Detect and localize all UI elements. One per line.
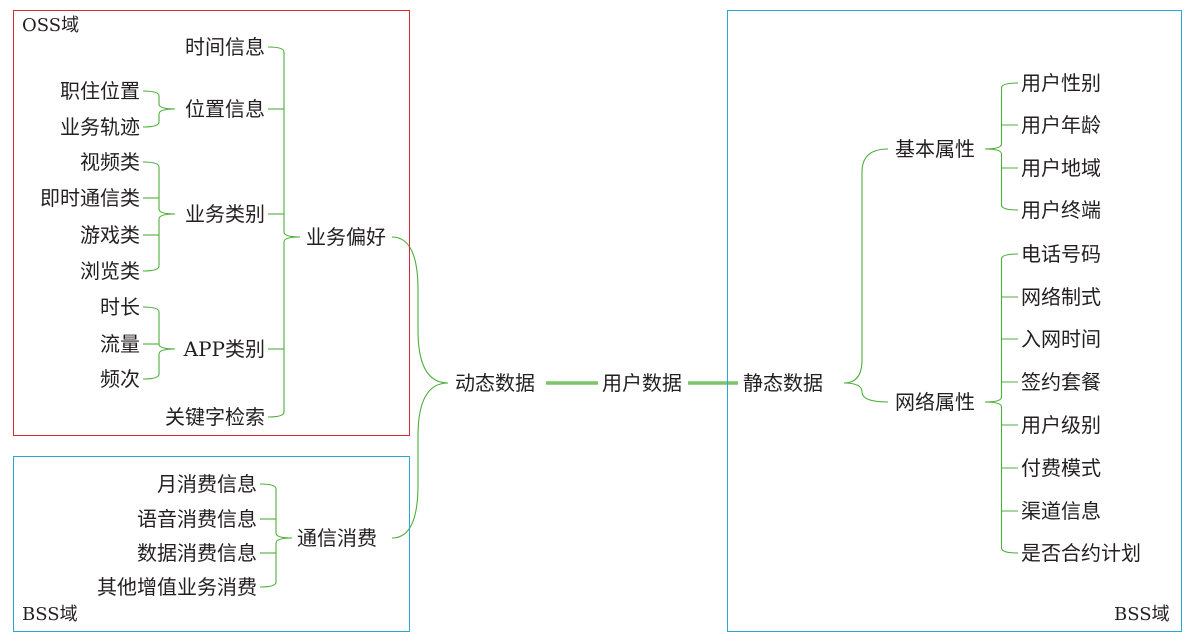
node-telecom-consumption: 通信消费 bbox=[297, 526, 377, 550]
node-game: 游戏类 bbox=[80, 223, 140, 247]
node-basic-attributes: 基本属性 bbox=[895, 137, 975, 161]
link-preference-dynamic bbox=[391, 236, 449, 384]
bracket-network bbox=[984, 253, 1019, 554]
node-service-trajectory: 业务轨迹 bbox=[60, 115, 140, 139]
node-network-join-time: 入网时间 bbox=[1021, 327, 1101, 351]
node-service-type: 业务类别 bbox=[185, 202, 265, 226]
bss-domain-box-right bbox=[727, 10, 1182, 632]
node-user-level: 用户级别 bbox=[1021, 413, 1101, 437]
node-location-info: 位置信息 bbox=[185, 97, 265, 121]
node-dynamic-data: 动态数据 bbox=[455, 371, 535, 395]
bracket-service-type bbox=[142, 161, 176, 272]
node-other-vas-consumption: 其他增值业务消费 bbox=[97, 575, 257, 599]
bracket-preference bbox=[267, 46, 301, 418]
oss-domain-label: OSS域 bbox=[22, 15, 80, 36]
node-app-type: APP类别 bbox=[183, 337, 265, 361]
bss-domain-label-left: BSS域 bbox=[22, 604, 78, 625]
node-contract-plan: 是否合约计划 bbox=[1021, 541, 1141, 565]
link-consumption-dynamic bbox=[391, 382, 449, 539]
node-network-attributes: 网络属性 bbox=[895, 390, 975, 414]
node-keyword-search: 关键字检索 bbox=[165, 405, 265, 429]
node-user-data: 用户数据 bbox=[602, 371, 682, 395]
node-instant-messaging: 即时通信类 bbox=[40, 186, 140, 210]
node-service-preference: 业务偏好 bbox=[306, 225, 386, 249]
node-traffic: 流量 bbox=[100, 332, 140, 356]
node-frequency: 频次 bbox=[100, 367, 140, 391]
node-user-age: 用户年龄 bbox=[1021, 113, 1101, 137]
node-payment-mode: 付费模式 bbox=[1021, 456, 1101, 480]
bracket-basic bbox=[984, 82, 1019, 211]
node-user-gender: 用户性别 bbox=[1021, 71, 1101, 95]
node-network-standard: 网络制式 bbox=[1021, 285, 1101, 309]
node-channel-info: 渠道信息 bbox=[1021, 499, 1101, 523]
node-phone-number: 电话号码 bbox=[1021, 242, 1101, 266]
node-video: 视频类 bbox=[80, 150, 140, 174]
oss-domain-box bbox=[13, 10, 410, 436]
node-user-terminal: 用户终端 bbox=[1021, 198, 1101, 222]
node-user-region: 用户地域 bbox=[1021, 156, 1101, 180]
bracket-app-type bbox=[142, 306, 176, 380]
bss-domain-label-right: BSS域 bbox=[1114, 604, 1170, 625]
node-data-consumption: 数据消费信息 bbox=[137, 541, 257, 565]
node-browsing: 浏览类 bbox=[80, 259, 140, 283]
link-static-basic bbox=[843, 148, 889, 384]
node-work-home-location: 职住位置 bbox=[60, 79, 140, 103]
node-static-data: 静态数据 bbox=[743, 371, 823, 395]
bracket-location bbox=[142, 90, 176, 128]
bracket-consumption bbox=[259, 483, 293, 588]
node-duration: 时长 bbox=[100, 295, 140, 319]
node-monthly-consumption: 月消费信息 bbox=[157, 472, 257, 496]
node-subscribed-plan: 签约套餐 bbox=[1021, 370, 1101, 394]
node-voice-consumption: 语音消费信息 bbox=[137, 507, 257, 531]
bss-domain-box-left bbox=[13, 456, 410, 632]
node-time-info: 时间信息 bbox=[185, 35, 265, 59]
link-static-network bbox=[843, 382, 889, 403]
